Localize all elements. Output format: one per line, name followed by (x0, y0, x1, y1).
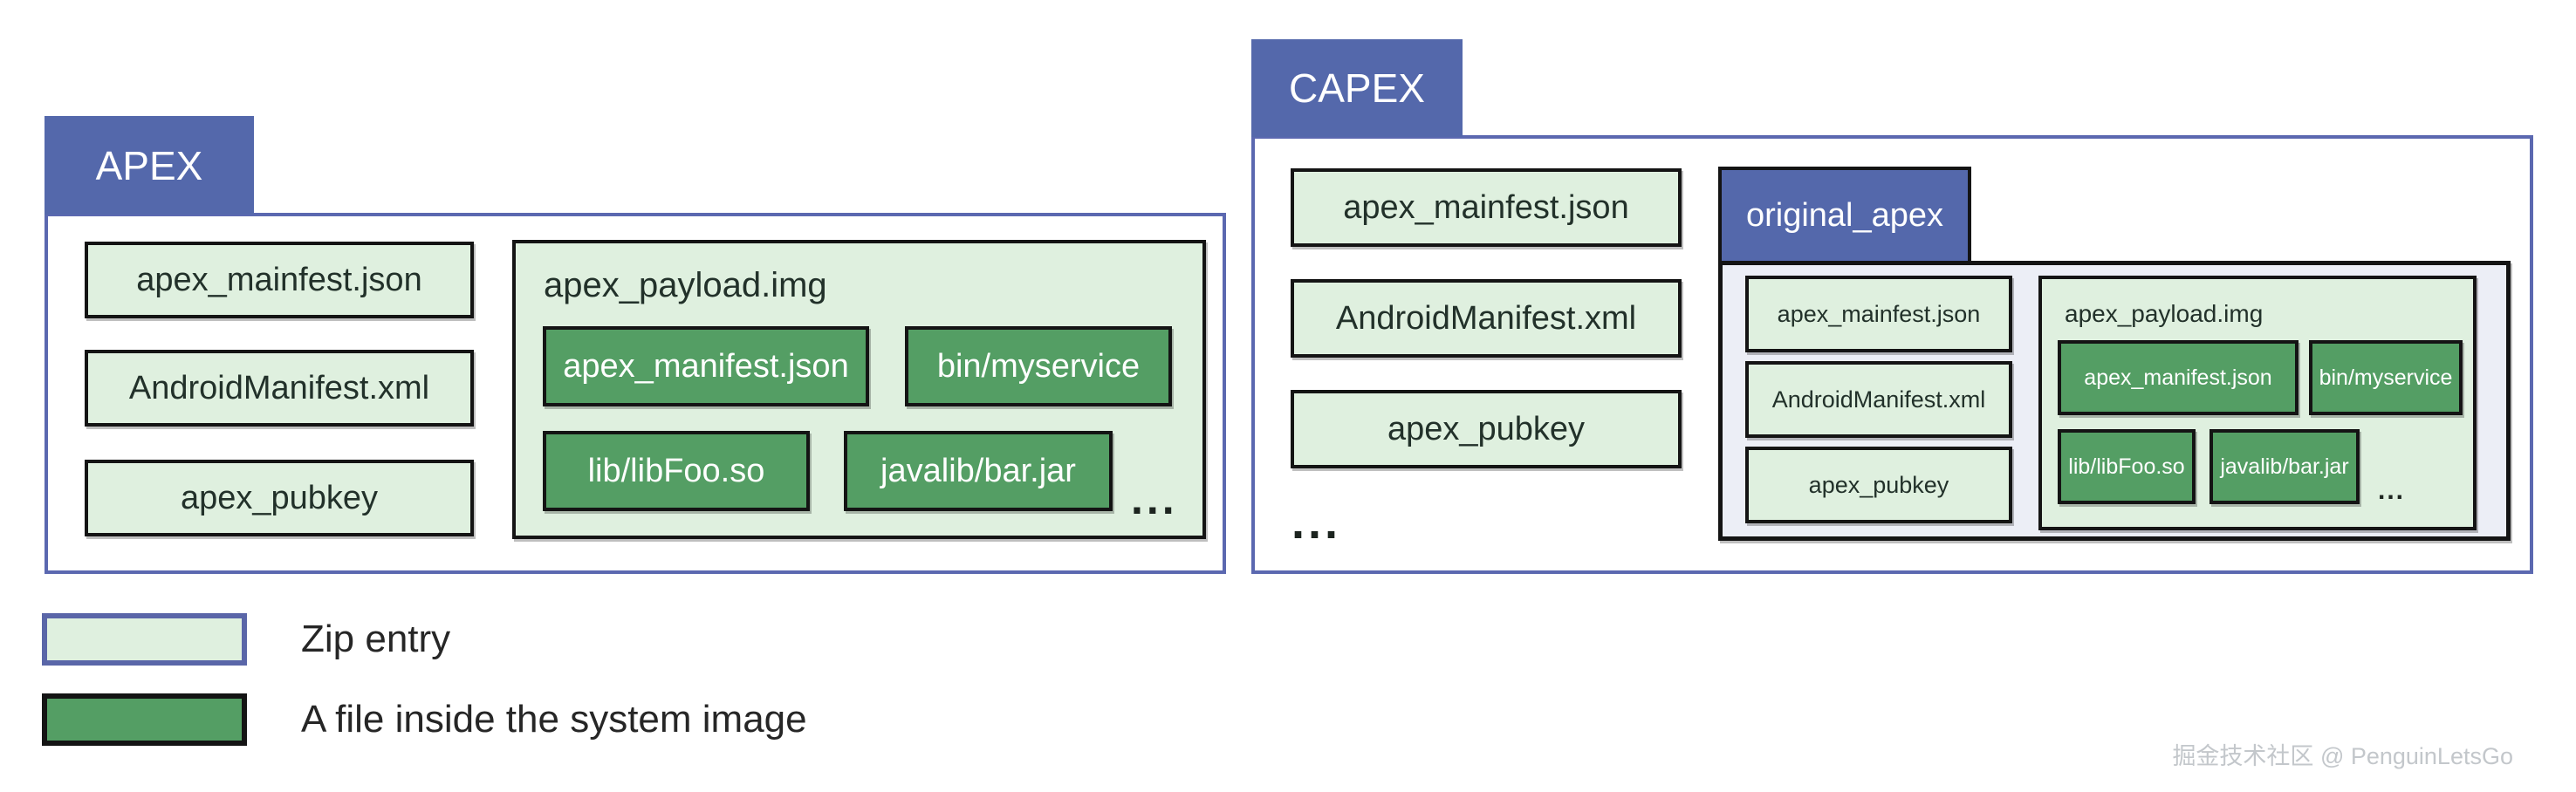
legend-system-file-swatch (42, 693, 247, 746)
watermark-text: 掘金技术社区 @ PenguinLetsGo (2172, 743, 2513, 769)
capex-zip-entry-androidmanifest: AndroidManifest.xml (1291, 279, 1682, 358)
legend-zip-entry-label: Zip entry (301, 618, 451, 660)
apex-zip-entry-manifest: apex_mainfest.json (85, 242, 474, 318)
apex-payload-box: apex_payload.img apex_manifest.json bin/… (512, 240, 1206, 539)
apex-payload-label: apex_payload.img (544, 266, 827, 304)
capex-zip-entry-manifest: apex_mainfest.json (1291, 168, 1682, 247)
original-apex-payload-label: apex_payload.img (2065, 300, 2264, 327)
capex-ellipsis: ... (1291, 496, 1342, 549)
apex-zip-entry-pubkey: apex_pubkey (85, 460, 474, 536)
original-apex-tab: original_apex (1718, 167, 1971, 264)
original-apex-zip-entry-pubkey: apex_pubkey (1745, 447, 2012, 523)
apex-zip-entry-androidmanifest: AndroidManifest.xml (85, 350, 474, 427)
apex-payload-file-myservice: bin/myservice (905, 326, 1172, 406)
original-apex-payload-file-myservice: bin/myservice (2309, 340, 2463, 415)
original-apex-payload-file-libfoo: lib/libFoo.so (2058, 429, 2196, 504)
legend-zip-entry-swatch (42, 613, 247, 666)
original-apex-zip-entry-manifest: apex_mainfest.json (1745, 276, 2012, 352)
apex-payload-file-manifest: apex_manifest.json (543, 326, 869, 406)
original-apex-payload-box: apex_payload.img apex_manifest.json bin/… (2038, 276, 2477, 530)
apex-folder-tab: APEX (45, 116, 254, 215)
capex-zip-entry-pubkey: apex_pubkey (1291, 390, 1682, 468)
original-apex-payload-ellipsis: ... (2378, 476, 2406, 505)
apex-payload-file-libfoo: lib/libFoo.so (543, 431, 810, 511)
original-apex-zip-entry-androidmanifest: AndroidManifest.xml (1745, 361, 2012, 438)
apex-payload-ellipsis: ... (1131, 475, 1178, 523)
capex-folder-tab: CAPEX (1251, 39, 1463, 137)
apex-payload-file-barjar: javalib/bar.jar (844, 431, 1113, 511)
original-apex-payload-file-barjar: javalib/bar.jar (2209, 429, 2360, 504)
original-apex-payload-file-manifest: apex_manifest.json (2058, 340, 2299, 415)
legend-system-file-label: A file inside the system image (301, 698, 807, 741)
